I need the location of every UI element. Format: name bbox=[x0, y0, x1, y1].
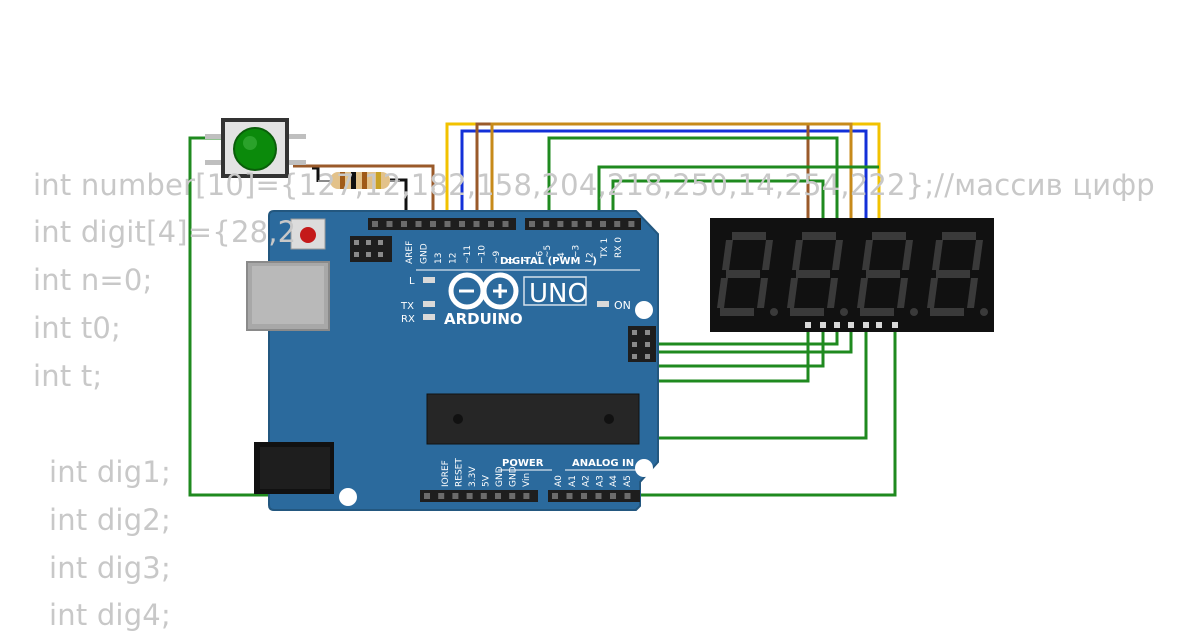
header-hole[interactable] bbox=[502, 221, 509, 227]
pushbutton-icon[interactable] bbox=[233, 127, 277, 171]
digital-pin-label-1: GND bbox=[420, 243, 430, 264]
header-hole[interactable] bbox=[473, 221, 480, 227]
header-hole[interactable] bbox=[386, 221, 393, 227]
wire-green-top2[interactable] bbox=[597, 165, 879, 222]
header-hole[interactable] bbox=[495, 493, 501, 499]
header-hole[interactable] bbox=[543, 221, 550, 227]
brand-label: ARDUINO bbox=[444, 310, 523, 328]
wire-button-gnd[interactable] bbox=[188, 136, 897, 497]
digital-pin-label-7: 8 bbox=[507, 258, 517, 264]
header-hole[interactable] bbox=[557, 221, 564, 227]
header-hole[interactable] bbox=[509, 493, 516, 499]
on-label: ON bbox=[614, 299, 631, 312]
wire-brown3-top[interactable] bbox=[490, 122, 853, 222]
header-hole[interactable] bbox=[415, 221, 422, 227]
power-pin-label-1: RESET bbox=[455, 458, 465, 487]
header-hole[interactable] bbox=[614, 221, 621, 227]
analog-pin-label-1: A1 bbox=[568, 475, 578, 487]
digital-pin-label-4: ~11 bbox=[463, 245, 473, 264]
digital-pin-label-12: ~3 bbox=[571, 245, 581, 258]
seven-segment-display[interactable] bbox=[710, 218, 994, 332]
analog-pin-label-5: A5 bbox=[623, 475, 633, 487]
header-hole[interactable] bbox=[466, 493, 473, 499]
digit-4 bbox=[927, 232, 988, 316]
header-hole[interactable] bbox=[628, 221, 635, 227]
digital-pin-label-15: RX 0 bbox=[614, 237, 624, 258]
header-hole[interactable] bbox=[571, 221, 578, 227]
power-pin-label-0: IOREF bbox=[441, 460, 451, 487]
digital-pin-label-10: ~5 bbox=[543, 245, 553, 258]
header-hole[interactable] bbox=[529, 221, 535, 227]
model-label: UNO bbox=[529, 279, 588, 309]
power-header bbox=[420, 490, 538, 502]
analog-label: ANALOG IN bbox=[572, 458, 634, 469]
arduino-logo-icon bbox=[448, 272, 519, 310]
arduino-board[interactable]: ARDUINO UNO ON L TX RX DIGITAL (PWM ~) P… bbox=[246, 210, 659, 511]
analog-pin-label-4: A4 bbox=[609, 475, 619, 487]
digital-pin-label-2: 13 bbox=[434, 253, 444, 264]
display-bottom-pins bbox=[805, 322, 898, 328]
digital-pin-label-3: 12 bbox=[449, 253, 459, 264]
header-hole[interactable] bbox=[480, 493, 487, 499]
header-hole[interactable] bbox=[444, 221, 451, 227]
analog-pin-label-0: A0 bbox=[554, 475, 564, 487]
header-hole[interactable] bbox=[523, 493, 530, 499]
power-pin-label-2: 3.3V bbox=[468, 466, 478, 487]
power-pin-label-5: GND bbox=[509, 466, 519, 487]
header-hole[interactable] bbox=[581, 493, 587, 499]
digit-3 bbox=[857, 232, 918, 316]
wire-green-top1[interactable] bbox=[547, 136, 839, 222]
power-pin-label-4: GND bbox=[495, 466, 505, 487]
header-hole[interactable] bbox=[430, 221, 436, 227]
header-hole[interactable] bbox=[372, 221, 378, 227]
power-pin-label-3: 5V bbox=[482, 474, 492, 487]
header-hole[interactable] bbox=[585, 221, 592, 227]
digital-pin-label-9: ~6 bbox=[536, 250, 546, 264]
power-pin-label-6: Vin bbox=[522, 473, 532, 487]
header-hole[interactable] bbox=[438, 493, 445, 499]
header-hole[interactable] bbox=[552, 493, 558, 499]
header-hole[interactable] bbox=[488, 221, 494, 227]
header-hole[interactable] bbox=[452, 493, 459, 499]
digital-pin-label-11: 4 bbox=[557, 252, 567, 258]
header-hole[interactable] bbox=[424, 493, 430, 499]
digital-pin-label-5: ~10 bbox=[478, 245, 488, 264]
wire-green-top3[interactable] bbox=[611, 179, 825, 222]
digital-label: DIGITAL (PWM ~) bbox=[500, 256, 597, 267]
power-label: POWER bbox=[502, 458, 544, 469]
resistor-icon[interactable] bbox=[318, 172, 400, 189]
header-hole[interactable] bbox=[624, 493, 631, 499]
digit-1 bbox=[717, 232, 778, 316]
header-hole[interactable] bbox=[401, 221, 407, 227]
wire-button-brown[interactable] bbox=[293, 164, 435, 222]
header-hole[interactable] bbox=[566, 493, 573, 499]
wire-blue-top[interactable] bbox=[460, 129, 868, 222]
digital-pin-label-6: ~9 bbox=[492, 250, 502, 264]
header-hole[interactable] bbox=[600, 221, 606, 227]
digital-pin-label-13: 2 bbox=[586, 252, 596, 258]
digital-pin-label-0: AREF bbox=[405, 241, 415, 264]
digital-header-right bbox=[525, 218, 641, 230]
analog-pin-label-2: A2 bbox=[582, 475, 592, 487]
digital-pin-label-8: 7 bbox=[521, 258, 531, 264]
l-label: L bbox=[409, 276, 415, 287]
analog-pin-label-3: A3 bbox=[595, 475, 605, 487]
pushbutton[interactable] bbox=[205, 118, 306, 178]
digital-pin-label-14: TX 1 bbox=[600, 238, 610, 259]
digit-2 bbox=[787, 232, 848, 316]
rx-label: RX bbox=[401, 314, 415, 325]
tx-label: TX bbox=[400, 301, 414, 312]
header-hole[interactable] bbox=[595, 493, 602, 499]
header-hole[interactable] bbox=[610, 493, 616, 499]
header-hole[interactable] bbox=[459, 221, 465, 227]
